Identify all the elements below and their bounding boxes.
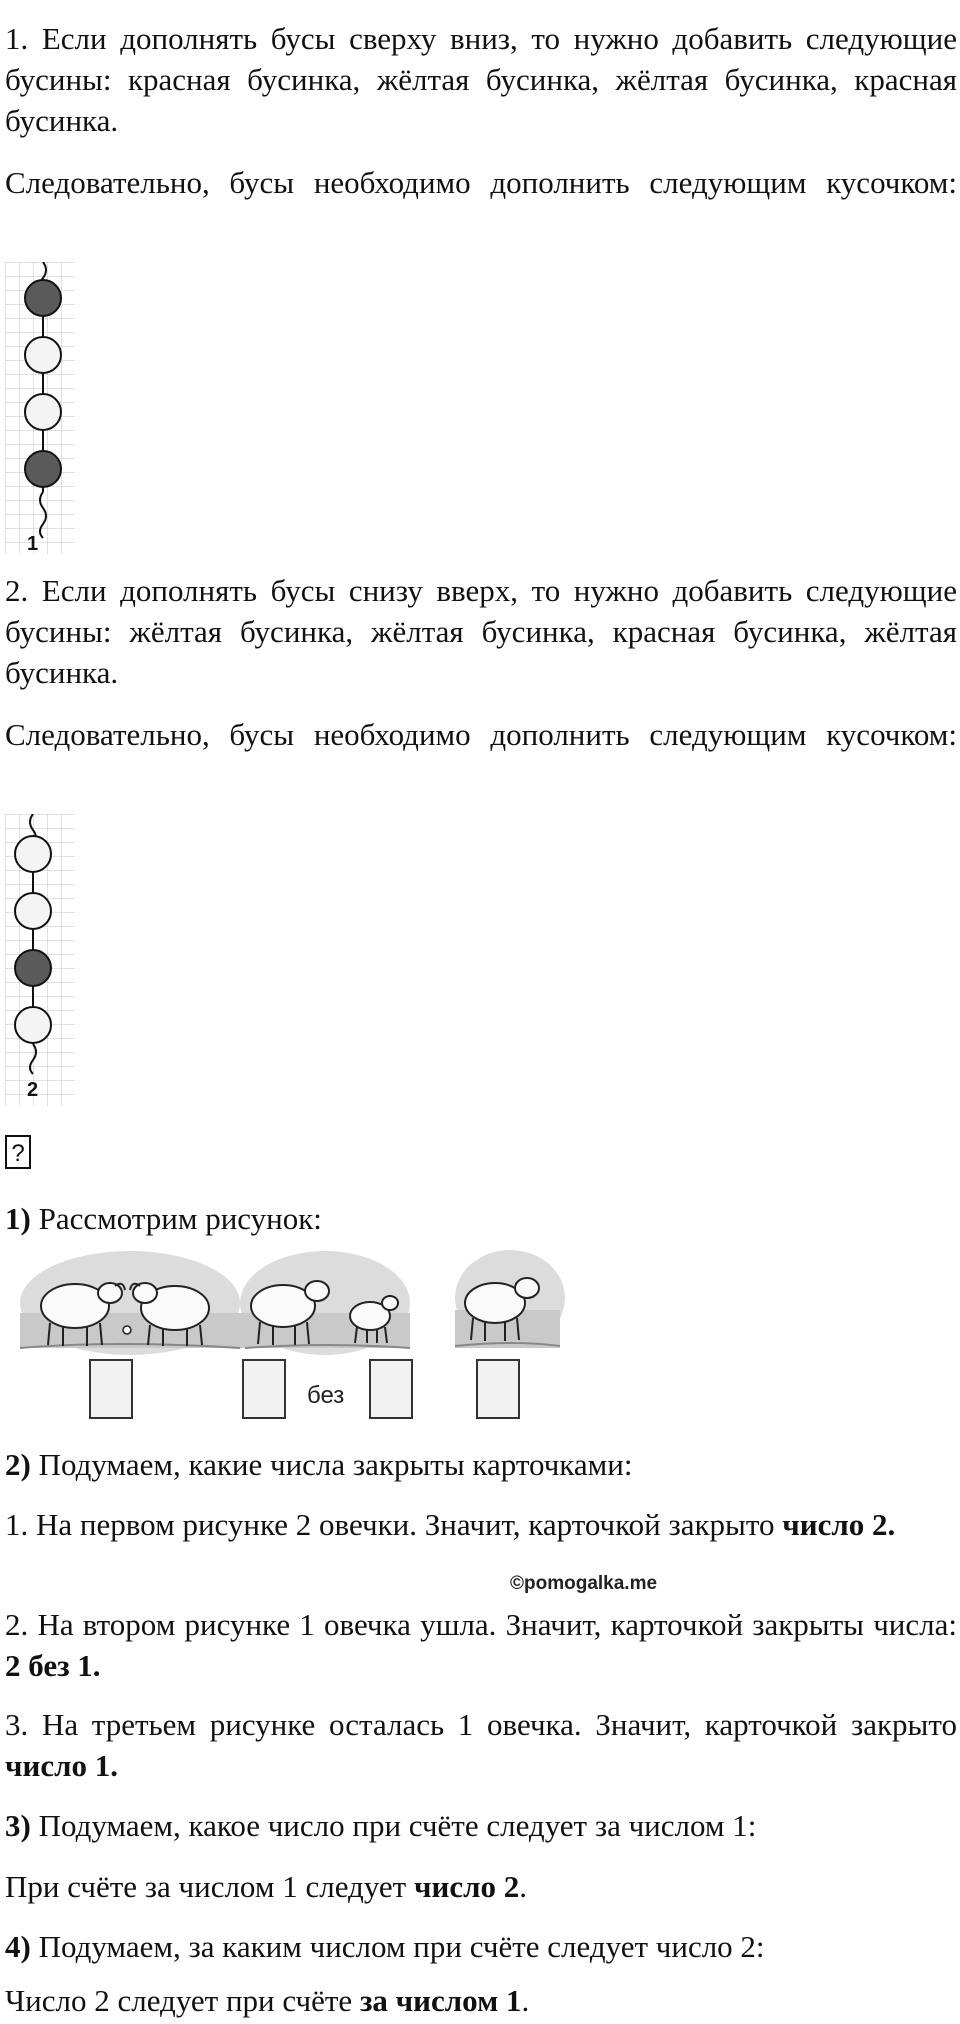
step-1: 1) Рассмотрим рисунок: bbox=[5, 1198, 957, 1239]
sheep-icon bbox=[40, 1282, 126, 1346]
step-2: 2) Подумаем, какие числа закрыты карточк… bbox=[5, 1444, 957, 1485]
answer-3: При счёте за числом 1 следует число 2. bbox=[5, 1866, 957, 1907]
watermark: ©pomogalka.me bbox=[510, 1573, 658, 1594]
flower-icon bbox=[122, 1325, 132, 1335]
answer-4-text: Число 2 следует при счёте bbox=[5, 1983, 360, 2018]
item-1: 1. На первом рисунке 2 овечки. Значит, к… bbox=[5, 1504, 957, 1545]
figure-2-label: 2 bbox=[27, 1079, 38, 1101]
step-4-text: Подумаем, за каким числом при счёте след… bbox=[30, 1929, 765, 1964]
figure-1-label: 1 bbox=[27, 533, 38, 554]
bead-yellow bbox=[24, 336, 62, 374]
sheep-picture: без bbox=[15, 1248, 565, 1429]
answer-4-bold: за числом 1 bbox=[359, 1983, 522, 2018]
step-2-text: Подумаем, какие числа закрыты карточками… bbox=[30, 1447, 633, 1482]
answer-3-end: . bbox=[519, 1869, 527, 1904]
item-2-text: 2. На втором рисунке 1 овечка ушла. Знач… bbox=[5, 1607, 957, 1642]
step-3-number: 3) bbox=[5, 1808, 31, 1843]
item-3-text: 3. На третьем рисунке осталась 1 овечка.… bbox=[5, 1707, 957, 1742]
part2-conclusion: Следовательно, бусы необходимо дополнить… bbox=[5, 717, 957, 752]
step-4-number: 4) bbox=[5, 1929, 31, 1964]
step-3: 3) Подумаем, какое число при счёте следу… bbox=[5, 1805, 957, 1846]
step-2-number: 2) bbox=[5, 1447, 31, 1482]
answer-4-end: . bbox=[521, 1983, 530, 2018]
bead-red bbox=[24, 450, 62, 488]
item-1-bold: число 2. bbox=[782, 1507, 896, 1542]
sheep-icon bbox=[464, 1277, 540, 1341]
step-3-text: Подумаем, какое число при счёте следует … bbox=[30, 1808, 757, 1843]
sheep-icon bbox=[349, 1295, 399, 1344]
answer-3-text: При счёте за числом 1 следует bbox=[5, 1869, 414, 1904]
item-2-bold: 2 без 1. bbox=[5, 1648, 101, 1683]
answer-3-bold: число 2 bbox=[413, 1869, 520, 1904]
bead-yellow bbox=[14, 892, 52, 930]
step-4: 4) Подумаем, за каким числом при счёте с… bbox=[5, 1926, 957, 1967]
item-3-bold: число 1. bbox=[5, 1748, 118, 1783]
without-word: без bbox=[307, 1382, 344, 1409]
item-2: 2. На втором рисунке 1 овечка ушла. Знач… bbox=[5, 1604, 957, 1686]
part1-paragraph: 1. Если дополнять бусы сверху вниз, то н… bbox=[5, 21, 957, 138]
item-3: 3. На третьем рисунке осталась 1 овечка.… bbox=[5, 1704, 957, 1786]
card-4 bbox=[476, 1359, 520, 1419]
sheep-icon bbox=[250, 1280, 330, 1345]
step-1-text: Рассмотрим рисунок: bbox=[30, 1201, 322, 1236]
bead-red bbox=[14, 949, 52, 987]
part1-conclusion: Следовательно, бусы необходимо дополнить… bbox=[5, 165, 957, 200]
card-2 bbox=[242, 1359, 286, 1419]
step-1-number: 1) bbox=[5, 1201, 31, 1236]
sheep-icon bbox=[129, 1282, 210, 1346]
question-mark-box: ? bbox=[5, 1135, 31, 1169]
bead-yellow bbox=[14, 1006, 52, 1044]
beads-figure-1: 1 bbox=[5, 261, 75, 559]
bead-yellow bbox=[14, 835, 52, 873]
bead-red bbox=[24, 279, 62, 317]
card-3 bbox=[369, 1359, 413, 1419]
beads-figure-2: 2 bbox=[5, 813, 75, 1111]
answer-4: Число 2 следует при счёте за числом 1. bbox=[5, 1980, 957, 2021]
item-1-text: 1. На первом рисунке 2 овечки. Значит, к… bbox=[5, 1507, 783, 1542]
card-1 bbox=[89, 1359, 133, 1419]
bead-yellow bbox=[24, 393, 62, 431]
part2-paragraph: 2. Если дополнять бусы снизу вверх, то н… bbox=[5, 573, 957, 690]
